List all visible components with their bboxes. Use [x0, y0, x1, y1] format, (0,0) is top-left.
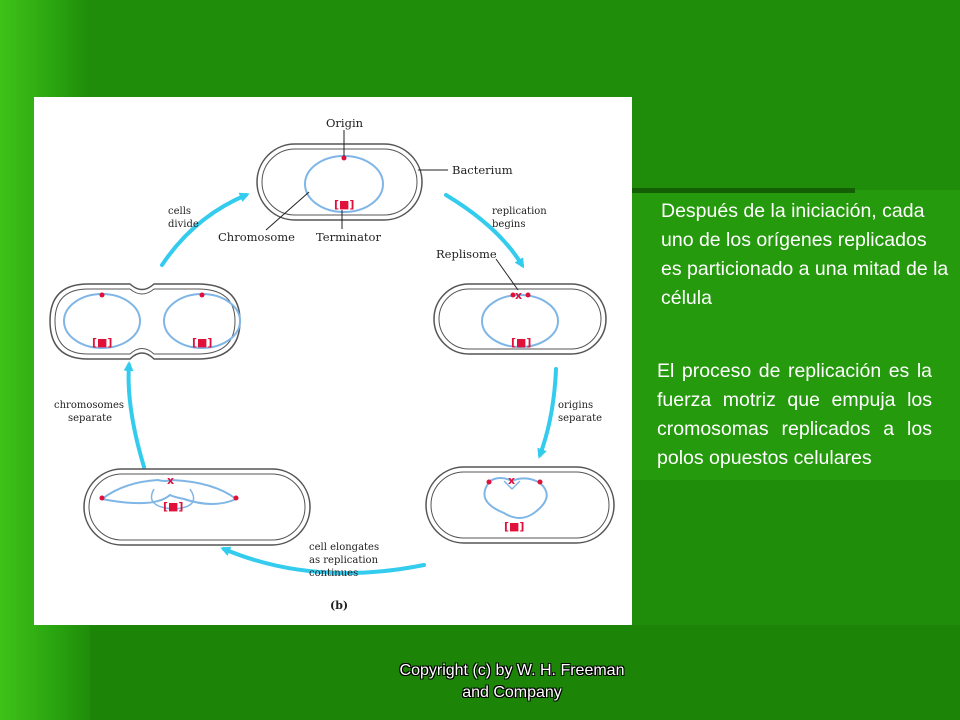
- label-chromosomes-separate-1: chromosomes: [54, 400, 124, 411]
- copyright-line-1: Copyright (c) by W. H. Freeman: [399, 662, 625, 679]
- svg-text:[■]: [■]: [92, 336, 112, 349]
- arrow-cells-divide: [160, 192, 250, 267]
- label-cell-elongates-1: cell elongates: [309, 542, 379, 553]
- background-bottom: [90, 625, 960, 720]
- panel-label: (b): [330, 599, 348, 612]
- label-origins-separate-1: origins: [558, 400, 593, 411]
- label-cell-elongates-3: continues: [309, 568, 358, 579]
- label-replication-begins-2: begins: [492, 219, 526, 230]
- copyright-line-2: and Company: [462, 684, 562, 701]
- cell-replication-begins: x [■]: [433, 258, 607, 355]
- background-stripe: [630, 188, 855, 193]
- arrow-origins-separate: [537, 367, 558, 459]
- svg-text:[■]: [■]: [511, 336, 531, 349]
- arrow-chromosomes-separate: [123, 361, 146, 469]
- label-terminator: Terminator: [316, 230, 381, 244]
- arrow-cell-elongates: [220, 546, 426, 575]
- terminator-mark: [■]: [334, 198, 354, 211]
- svg-text:x: x: [167, 474, 174, 487]
- label-replication-begins-1: replication: [492, 206, 547, 217]
- arrow-replication-begins: [444, 193, 525, 269]
- label-cell-elongates-2: as replication: [309, 555, 379, 566]
- text-block-replication-force: El proceso de replicación es la fuerza m…: [657, 360, 932, 469]
- replisome-mark: x: [515, 289, 522, 302]
- label-cells-divide-2: divide: [168, 219, 199, 230]
- cycle-diagram: [■] Origin Bacterium Chromosome Terminat…: [49, 116, 615, 612]
- label-chromosome: Chromosome: [218, 230, 295, 244]
- label-origin: Origin: [326, 116, 364, 130]
- svg-text:[■]: [■]: [192, 336, 212, 349]
- replication-cycle-figure: [■] Origin Bacterium Chromosome Terminat…: [34, 97, 632, 625]
- cell-elongated: x [■]: [83, 468, 311, 546]
- label-replisome: Replisome: [436, 247, 497, 261]
- svg-text:x: x: [508, 474, 515, 487]
- cell-origins-separate: x [■]: [425, 466, 615, 544]
- svg-text:[■]: [■]: [163, 500, 183, 513]
- cell-dividing: [■] [■]: [49, 283, 241, 360]
- svg-text:[■]: [■]: [504, 520, 524, 533]
- copyright-footer: Copyright (c) by W. H. Freeman and Compa…: [352, 660, 672, 704]
- label-cells-divide-1: cells: [168, 206, 191, 217]
- background-band: [630, 190, 960, 480]
- label-origins-separate-2: separate: [558, 413, 602, 424]
- label-bacterium: Bacterium: [452, 163, 513, 177]
- cell-top: [■]: [256, 130, 448, 231]
- label-chromosomes-separate-2: separate: [68, 413, 112, 424]
- origin-dot: [341, 155, 347, 161]
- text-block-initiation: Después de la iniciación, cada uno de lo…: [661, 200, 949, 309]
